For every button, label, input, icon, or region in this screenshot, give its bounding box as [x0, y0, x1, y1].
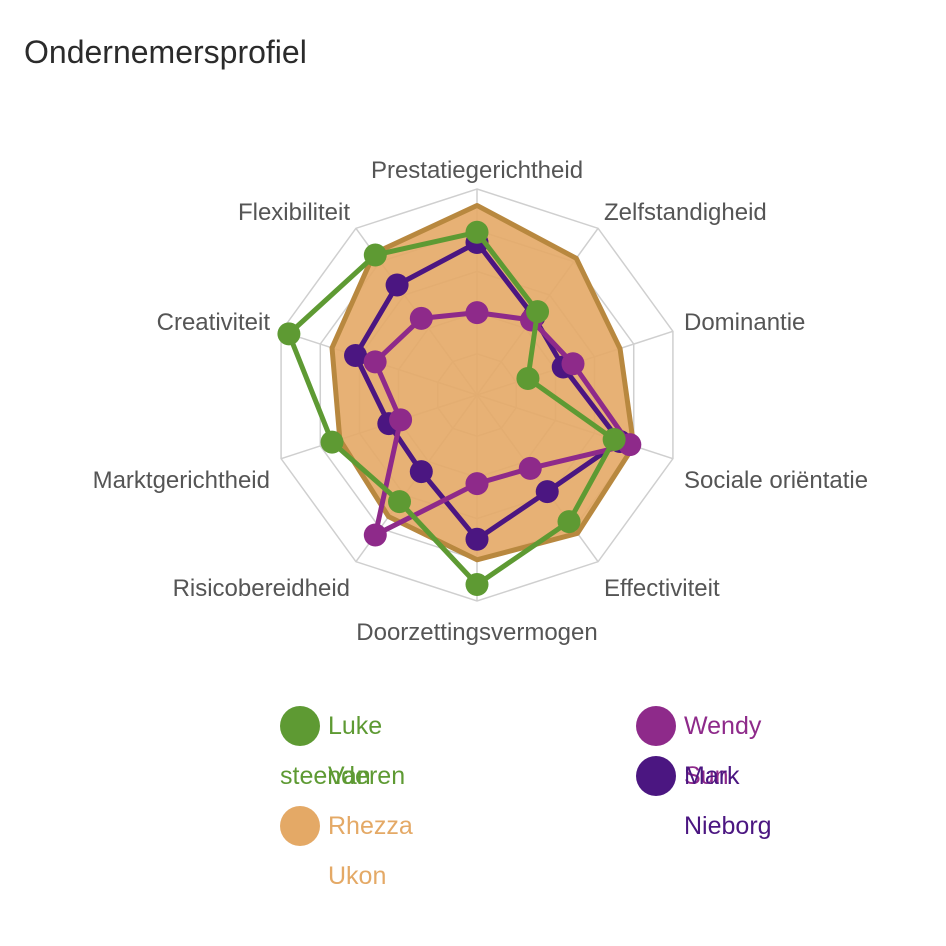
data-point-luke-van-steenderen-9 — [277, 322, 301, 346]
legend-item-rhezza-ukon[interactable]: Rhezza Ukon — [280, 806, 413, 901]
data-point-luke-van-steenderen-7 — [388, 490, 412, 514]
legend-item-luke-van-steenderen-line2: steenderen — [280, 756, 405, 801]
data-point-wendy-sun-6 — [465, 472, 489, 496]
data-point-wendy-sun-1 — [465, 301, 489, 325]
legend-marker — [280, 706, 320, 746]
series-line-rhezza-ukon — [329, 202, 637, 563]
data-point-mark-nieborg-7 — [409, 460, 433, 484]
legend-label-line-1: Luke Van — [328, 712, 383, 790]
data-point-wendy-sun-7 — [363, 523, 387, 547]
data-point-mark-nieborg-6 — [465, 527, 489, 551]
legend-label: Luke Van — [328, 706, 382, 801]
data-point-wendy-sun-3 — [561, 352, 585, 376]
legend-item-luke-van-steenderen[interactable]: Luke Van — [280, 706, 382, 801]
legend-item-mark-nieborg[interactable]: Mark Nieborg — [636, 756, 772, 851]
data-point-wendy-sun-8 — [389, 408, 413, 432]
axis-label-2: Zelfstandigheid — [604, 199, 767, 226]
axis-label-3: Dominantie — [684, 309, 805, 336]
legend-label: Mark Nieborg — [684, 762, 772, 840]
axis-label-7: Risicobereidheid — [173, 575, 350, 602]
legend-marker — [280, 806, 320, 846]
chart-title: Ondernemersprofiel — [24, 34, 307, 70]
data-point-luke-van-steenderen-5 — [557, 510, 581, 534]
data-point-mark-nieborg-9 — [344, 344, 368, 368]
data-point-luke-van-steenderen-1 — [465, 220, 489, 244]
axis-label-6: Doorzettingsvermogen — [356, 619, 597, 646]
legend-label-line-2: steenderen — [280, 762, 406, 790]
data-point-luke-van-steenderen-8 — [320, 430, 344, 454]
axis-label-1: Prestatiegerichtheid — [371, 157, 583, 184]
axis-label-4: Sociale oriëntatie — [684, 467, 868, 494]
legend-label: Rhezza Ukon — [328, 812, 413, 890]
legend-marker — [636, 756, 676, 796]
legend-marker — [636, 706, 676, 746]
data-point-luke-van-steenderen-2 — [526, 300, 550, 324]
data-point-luke-van-steenderen-10 — [363, 243, 387, 267]
axis-label-9: Creativiteit — [157, 309, 271, 336]
axis-label-5: Effectiviteit — [604, 575, 720, 602]
data-point-mark-nieborg-10 — [385, 273, 409, 297]
legend-label: Wendy Sun — [684, 712, 762, 790]
legend-item-wendy-sun[interactable]: Wendy Sun — [636, 706, 761, 801]
data-point-luke-van-steenderen-6 — [465, 573, 489, 597]
data-point-luke-van-steenderen-4 — [602, 428, 626, 452]
axis-label-8: Marktgerichtheid — [93, 467, 270, 494]
data-point-luke-van-steenderen-3 — [516, 366, 540, 390]
data-point-wendy-sun-5 — [518, 456, 542, 480]
data-point-mark-nieborg-5 — [535, 480, 559, 504]
data-point-wendy-sun-9 — [363, 350, 387, 374]
data-point-wendy-sun-10 — [409, 306, 433, 330]
axis-label-10: Flexibiliteit — [238, 199, 350, 226]
